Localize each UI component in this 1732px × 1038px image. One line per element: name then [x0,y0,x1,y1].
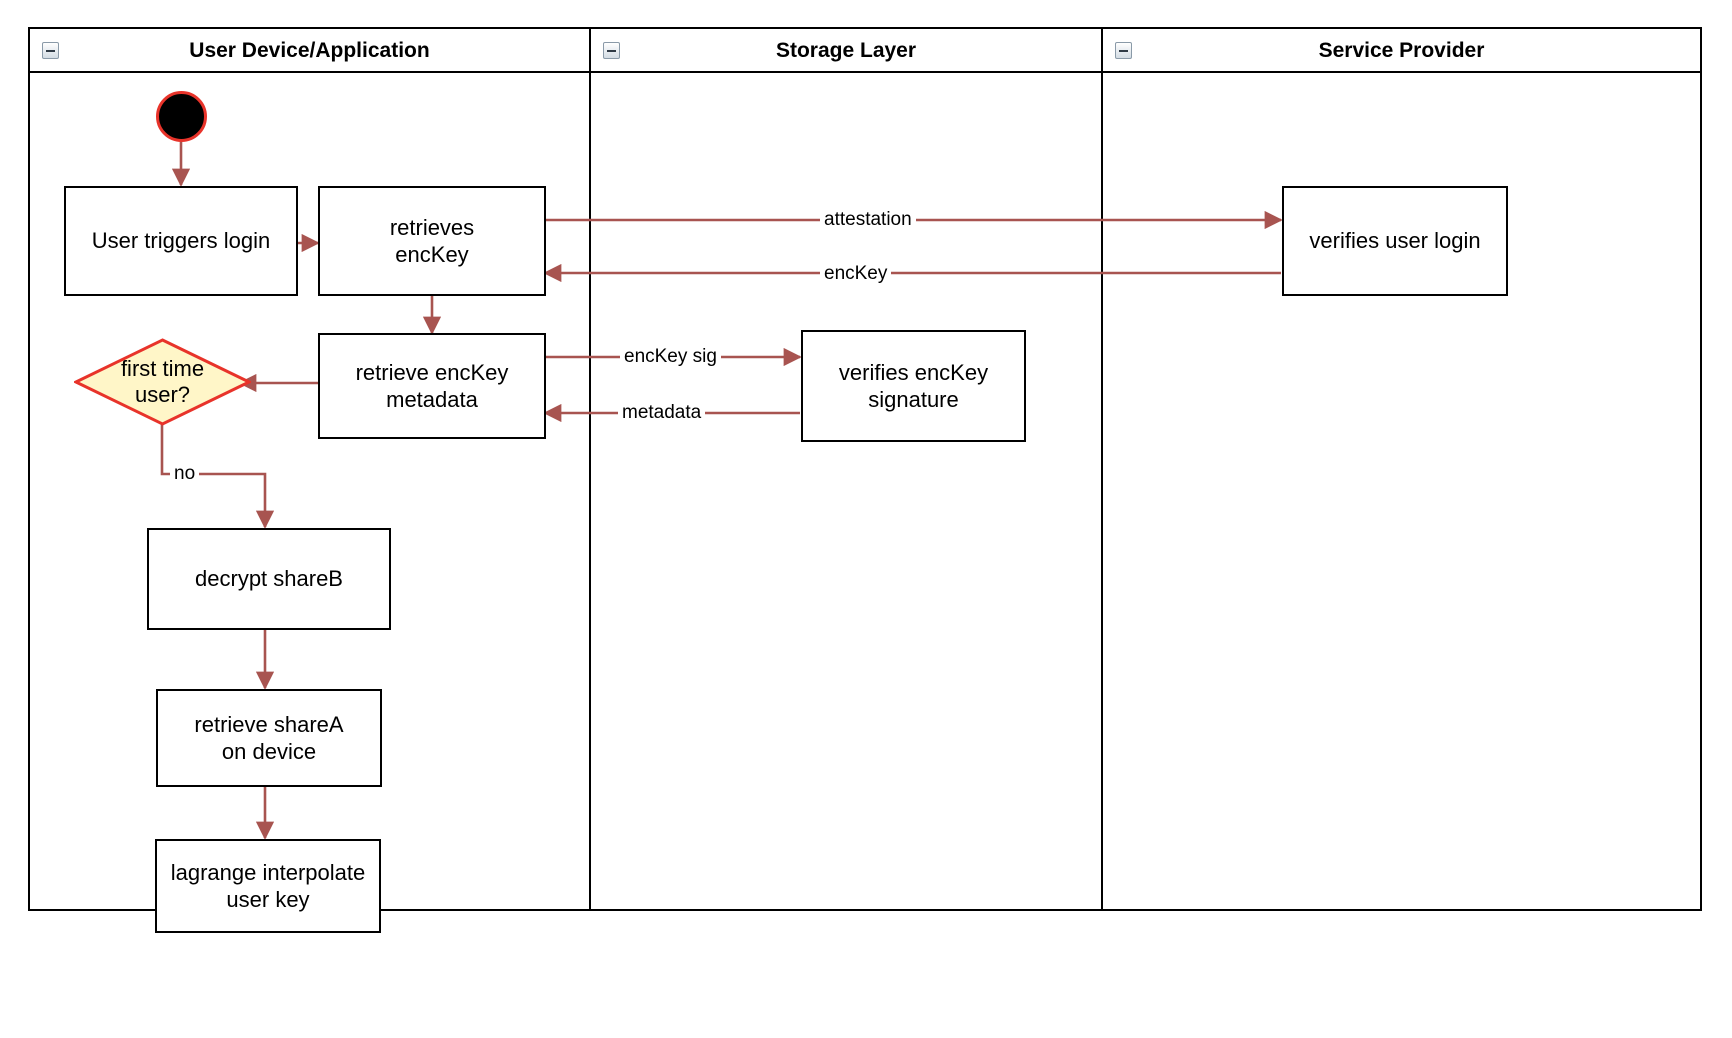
lane-service-provider[interactable]: Service Provider [1103,29,1700,909]
edge-label-attestation: attestation [820,210,916,229]
collapse-minus-icon[interactable] [603,42,620,59]
lane-storage[interactable]: Storage Layer [591,29,1103,909]
lane-header-service-provider: Service Provider [1103,29,1700,73]
node-retrieve-enckey-metadata[interactable]: retrieve encKey metadata [318,333,546,439]
node-retrieves-enckey[interactable]: retrieves encKey [318,186,546,296]
edge-label-no: no [170,464,200,483]
collapse-minus-icon[interactable] [1115,42,1132,59]
node-verifies-enckey-signature[interactable]: verifies encKey signature [801,330,1026,442]
start-node[interactable] [156,91,207,142]
lane-title-user-device: User Device/Application [189,39,430,62]
node-label-first-time-user: first time user? [120,355,205,407]
collapse-minus-icon[interactable] [42,42,59,59]
lane-title-storage: Storage Layer [775,39,917,62]
node-user-triggers-login[interactable]: User triggers login [64,186,298,296]
node-retrieve-sharea-on-device[interactable]: retrieve shareA on device [156,689,382,787]
lane-header-user-device: User Device/Application [30,29,589,73]
node-first-time-user[interactable]: first time user? [72,338,253,426]
diamond-shape [72,338,253,426]
lane-user-device[interactable]: User Device/Application [30,29,591,909]
edge-label-metadata: metadata [618,403,706,422]
edge-label-enckey: encKey [820,264,892,283]
node-verifies-user-login[interactable]: verifies user login [1282,186,1508,296]
edge-label-enckey-sig: encKey sig [620,347,721,366]
node-decrypt-shareb[interactable]: decrypt shareB [147,528,391,630]
lane-title-service-provider: Service Provider [1318,39,1485,62]
lane-header-storage: Storage Layer [591,29,1101,73]
node-lagrange-interpolate-user-key[interactable]: lagrange interpolate user key [155,839,381,933]
